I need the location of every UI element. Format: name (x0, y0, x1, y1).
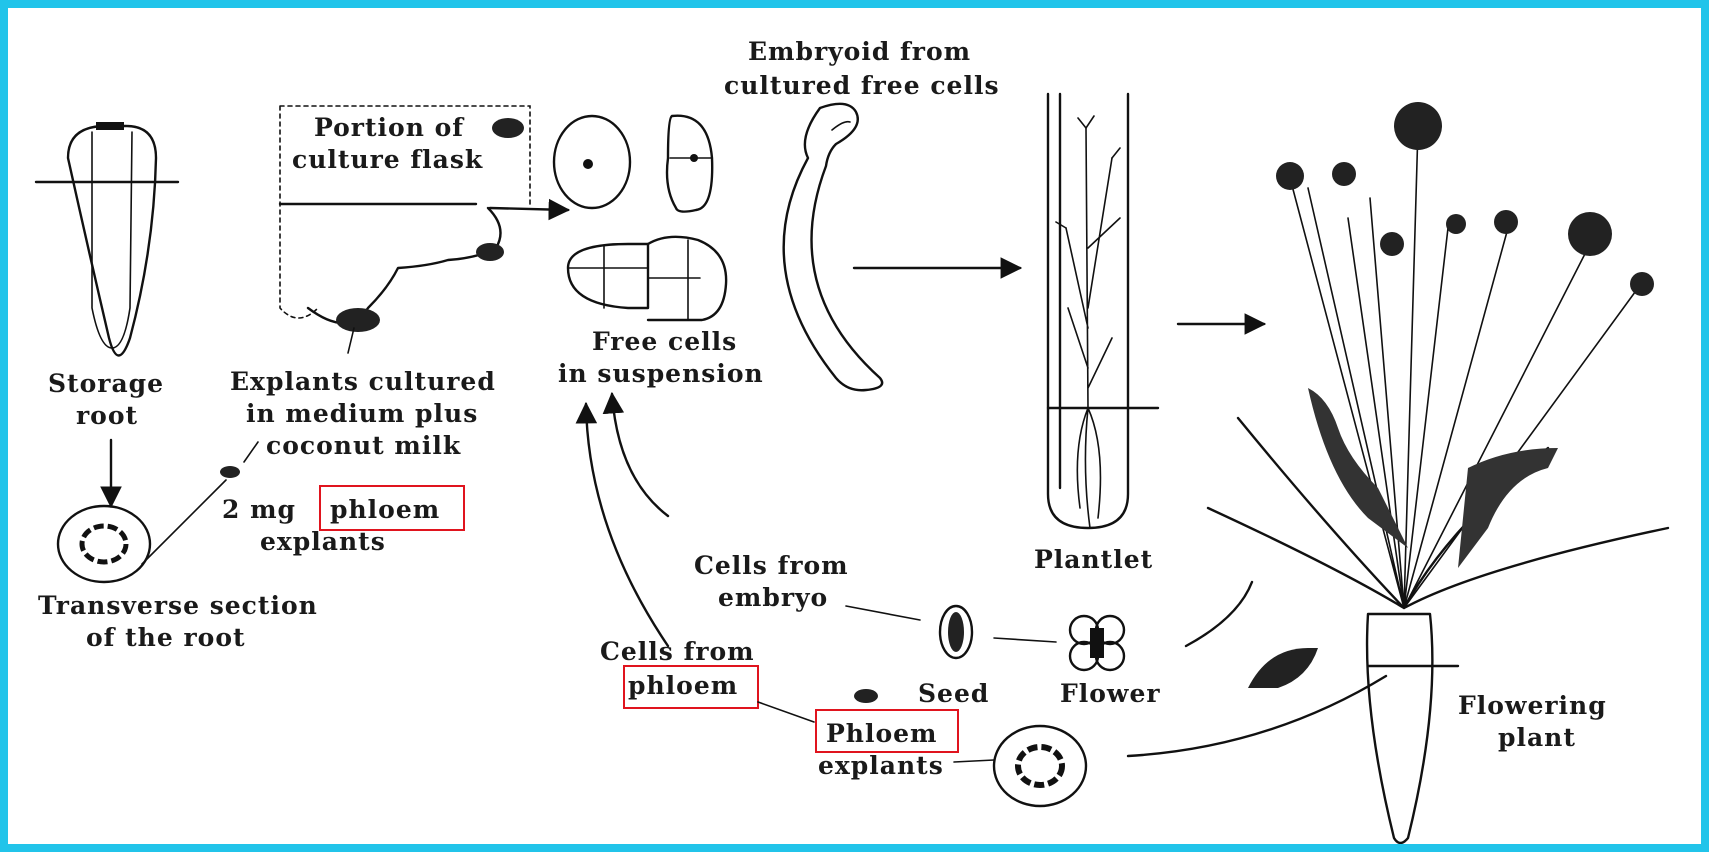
explants-cultured-line3: coconut milk (266, 431, 461, 460)
culture-flask-illustration (280, 106, 568, 353)
cells-from-embryo-line2: embryo (718, 583, 828, 612)
phloem-explants-word: Phloem (826, 719, 938, 748)
storage-root-label-line2: root (76, 401, 138, 430)
seed-illustration (940, 606, 972, 658)
cells-from-phloem-line1: Cells from (600, 637, 755, 666)
free-cells-illustration (554, 116, 726, 320)
explant-piece (220, 466, 240, 478)
embryoid-line2: cultured free cells (724, 71, 1000, 100)
explants-cultured-line1: Explants cultured (230, 367, 496, 396)
phloem-section-illustration (994, 726, 1086, 806)
storage-root-illustration (36, 122, 178, 356)
section-to-explant-line (142, 480, 226, 564)
plantlet-illustration (1048, 94, 1158, 528)
diagram-panel: Storage root Transverse section of the r… (8, 8, 1701, 844)
phloem-cells-connector (758, 702, 814, 722)
cells-from-phloem-word: phloem (628, 671, 738, 700)
mg-phloem-word: phloem (330, 495, 440, 524)
explant-piece-bottom (854, 689, 878, 703)
mg-explants-label: explants (260, 527, 386, 556)
arrow-embryo-cells-to-free-cells (612, 394, 668, 516)
explants-cultured-label: Explants cultured in medium plus coconut… (230, 367, 506, 460)
storage-root-label: Storage root (48, 369, 174, 430)
explant-pointer (244, 442, 258, 462)
embryoid-label: Embryoid from cultured free cells (724, 37, 1000, 100)
mg-prefix: 2 mg (222, 495, 296, 524)
embryoid-line1: Embryoid from (748, 37, 971, 66)
transverse-section-label: Transverse section of the root (38, 591, 328, 652)
flowering-plant-line2: plant (1498, 723, 1576, 752)
flower-illustration (1070, 616, 1124, 670)
culture-flask-label: Portion of culture flask (292, 113, 483, 174)
free-cells-label: Free cells in suspension (558, 327, 764, 388)
flowering-plant-illustration (1208, 102, 1668, 843)
arrow-phloem-cells-to-free-cells (586, 404, 668, 646)
culture-flask-line1: Portion of (314, 113, 465, 142)
phloem-explants-line2: explants (818, 751, 944, 780)
transverse-section-line1: Transverse section (38, 591, 318, 620)
culture-flask-line2: culture flask (292, 145, 483, 174)
embryo-to-seed-line (846, 606, 920, 620)
transverse-section-illustration (58, 506, 150, 582)
free-cells-line1: Free cells (592, 327, 737, 356)
flowering-plant-label: Flowering plant (1458, 691, 1616, 752)
explants-to-section-line (954, 760, 994, 762)
plantlet-label: Plantlet (1034, 545, 1153, 574)
flowering-plant-line1: Flowering (1458, 691, 1607, 720)
seed-to-flower-line (994, 638, 1056, 642)
transverse-section-line2: of the root (86, 623, 246, 652)
carrot-tissue-culture-diagram: Storage root Transverse section of the r… (8, 8, 1701, 844)
seed-label: Seed (918, 679, 989, 708)
free-cells-line2: in suspension (558, 359, 764, 388)
flower-to-plant-curve (1186, 582, 1252, 646)
cells-from-embryo-label: Cells from embryo (694, 551, 858, 612)
embryoid-illustration (784, 104, 882, 390)
cells-from-embryo-line1: Cells from (694, 551, 849, 580)
storage-root-label-line1: Storage (48, 369, 164, 398)
explants-cultured-line2: in medium plus (246, 399, 478, 428)
flower-label: Flower (1060, 679, 1161, 708)
